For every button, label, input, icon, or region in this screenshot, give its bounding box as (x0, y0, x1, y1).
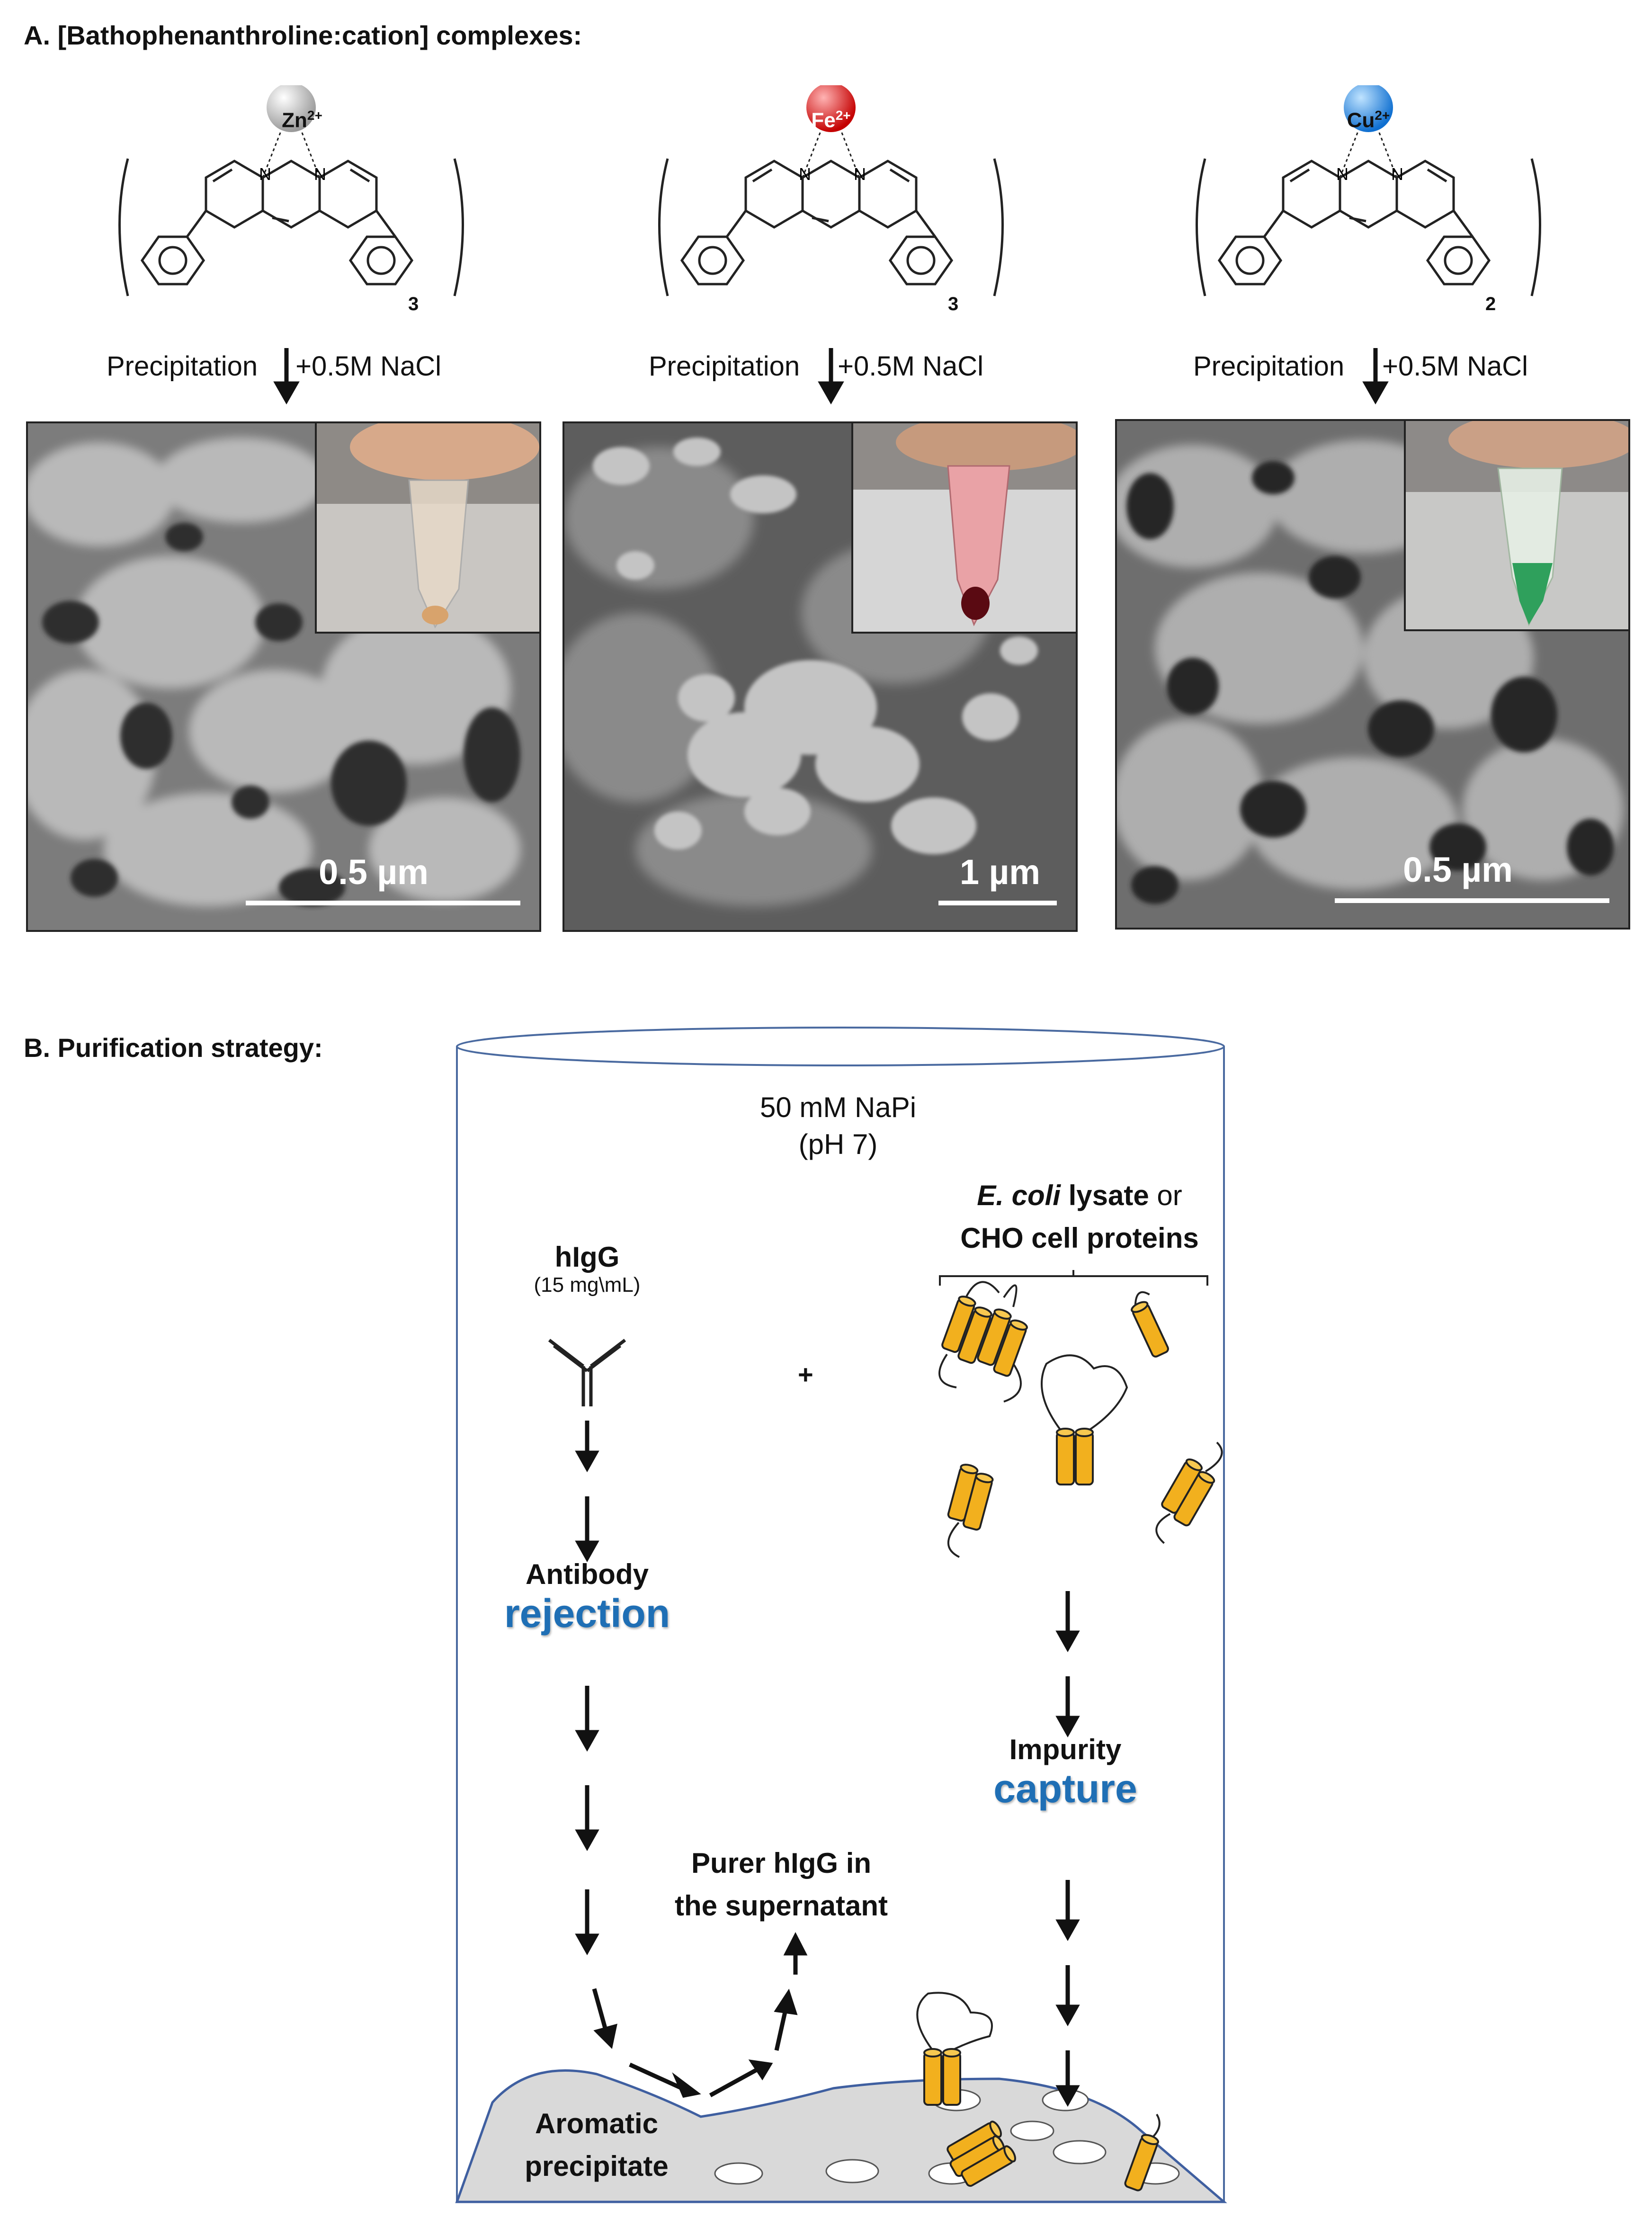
higg-label: hIgG (15 mg\mL) (534, 1241, 641, 1297)
plus-sign: + (798, 1359, 813, 1389)
protein-cluster-large (938, 1281, 1029, 1403)
precipitate-label: Aromatic precipitate (525, 2108, 669, 2182)
ion-label-zn: Zn2+ (282, 108, 322, 132)
sem-panel-fe: 1 µm (563, 421, 1078, 932)
protein-pair-left (946, 1462, 995, 1558)
precip-arrows (273, 348, 1389, 405)
n-label: N (854, 164, 866, 184)
stoich-cu: 2 (1485, 294, 1496, 314)
scale-bar-zn (246, 901, 520, 905)
tube-photo-zn (315, 423, 539, 634)
captured-proteins (916, 1992, 1161, 2192)
stoich-fe: 3 (948, 294, 959, 314)
impurity-proteins (938, 1281, 1223, 1558)
precip-row-zn: Precipitation+0.5M NaCl (107, 351, 442, 382)
scale-label-cu: 0.5 µm (1403, 850, 1513, 889)
purer-higg-label: Purer hIgG in the supernatant (674, 1847, 888, 1922)
protein-pair-right (1155, 1441, 1223, 1544)
ion-label-fe: Fe2+ (811, 108, 851, 132)
buffer-label: 50 mM NaPi (pH 7) (759, 1091, 917, 1160)
cu-ion (1344, 85, 1393, 132)
impurity-capture-label: Impurity capture (993, 1734, 1137, 1811)
section-b-title: B. Purification strategy: (24, 1033, 323, 1063)
precip-row-cu: Precipitation+0.5M NaCl (1193, 351, 1528, 382)
fe-complex: N N (660, 85, 1003, 296)
stoich-zn: 3 (408, 294, 419, 314)
impurity-source-label: E. coli lysate or CHO cell proteins (960, 1180, 1199, 1254)
cu-complex: N N (1197, 85, 1540, 296)
n-label: N (799, 164, 811, 184)
brace (939, 1270, 1208, 1286)
aromatic-precipitate (455, 2069, 1227, 2203)
complex-structures: N N N N N N (0, 85, 1652, 341)
scale-bar-fe (938, 901, 1057, 905)
scale-label-fe: 1 µm (959, 852, 1041, 892)
fe-ion (806, 85, 856, 132)
precip-row-fe: Precipitation+0.5M NaCl (649, 351, 984, 382)
sem-panel-zn: 0.5 µm (26, 421, 541, 932)
tube-photo-fe (851, 423, 1076, 634)
zn-ion (267, 85, 316, 132)
tube-photo-cu (1404, 421, 1628, 631)
protein-single (1129, 1291, 1170, 1359)
n-label: N (314, 164, 326, 184)
sem-panel-cu: 0.5 µm (1115, 419, 1630, 930)
scale-bar-cu (1335, 898, 1609, 903)
scale-label-zn: 0.5 µm (319, 852, 429, 892)
zn-complex: N N (120, 85, 463, 296)
antibody-icon (548, 1339, 626, 1406)
ion-label-cu: Cu2+ (1347, 108, 1390, 132)
section-a-title: A. [Bathophenanthroline:cation] complexe… (24, 20, 582, 50)
n-label: N (1336, 164, 1348, 184)
antibody-rejection-label: Antibody rejection (504, 1558, 670, 1636)
protein-loop (1041, 1354, 1128, 1485)
n-label: N (259, 164, 271, 184)
n-label: N (1391, 164, 1403, 184)
